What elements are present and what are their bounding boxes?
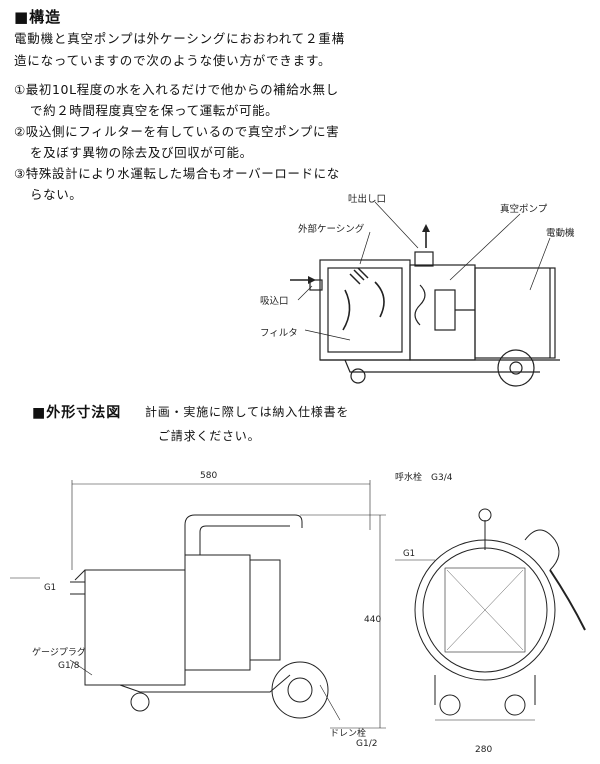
label-g1-left: G1 xyxy=(44,583,56,593)
motor-body xyxy=(474,267,556,359)
label-vacuum-pump: 真空ポンプ xyxy=(500,203,548,215)
feature-2-line-1: ②吸込側にフィルターを有しているので真空ポンプに害 xyxy=(14,124,340,139)
label-priming-plug-size: G3/4 xyxy=(431,473,453,483)
label-outer-casing: 外部ケーシング xyxy=(298,223,365,235)
dimensions-note-line-2: ご請求ください。 xyxy=(158,429,261,443)
label-drain-plug: ドレン栓 xyxy=(330,727,366,739)
structure-heading: ■構造 xyxy=(14,8,62,26)
feature-3-line-1: ③特殊設計により水運転した場合もオーバーロードにな xyxy=(14,166,340,181)
feature-1-line-2: で約２時間程度真空を保って運転が可能。 xyxy=(30,103,279,118)
dimensions-heading: ■外形寸法図 xyxy=(32,405,122,421)
dimension-280: 280 xyxy=(475,745,492,755)
label-motor: 電動機 xyxy=(546,227,575,239)
label-drain-plug-size: G1/2 xyxy=(356,739,377,749)
feature-3-line-2: らない。 xyxy=(30,187,83,202)
label-priming-plug: 呼水栓 xyxy=(395,471,422,483)
intro-line-2: 造になっていますので次のような使い方ができます。 xyxy=(14,53,332,68)
label-filter: フィルタ xyxy=(260,328,298,339)
dimension-580: 580 xyxy=(200,471,217,481)
label-intake: 吸込口 xyxy=(260,296,289,307)
front-view-drawing: 呼水栓 G3/4 G1 280 xyxy=(395,471,586,755)
dimensions-note-line-1: 計画・実施に際しては納入仕様書を xyxy=(145,405,350,419)
side-view-drawing: 580 440 G1 ゲージプラグ G1/8 ドレン栓 G1/2 xyxy=(10,471,386,749)
label-gauge-plug-size: G1/8 xyxy=(58,661,80,671)
label-g1-right: G1 xyxy=(403,549,415,559)
feature-2-line-2: を及ぼす異物の除去及び回収が可能。 xyxy=(30,145,253,160)
label-discharge: 吐出し口 xyxy=(348,193,386,205)
label-gauge-plug: ゲージプラグ xyxy=(32,646,86,658)
structure-cutaway-diagram: 吐出し口 真空ポンプ 外部ケーシング 電動機 吸込口 フィルタ xyxy=(260,193,575,387)
feature-1-line-1: ①最初10L程度の水を入れるだけで他からの補給水無し xyxy=(14,82,339,97)
intro-line-1: 電動機と真空ポンプは外ケーシングにおおわれて２重構 xyxy=(14,31,345,46)
dimension-440: 440 xyxy=(364,615,381,625)
